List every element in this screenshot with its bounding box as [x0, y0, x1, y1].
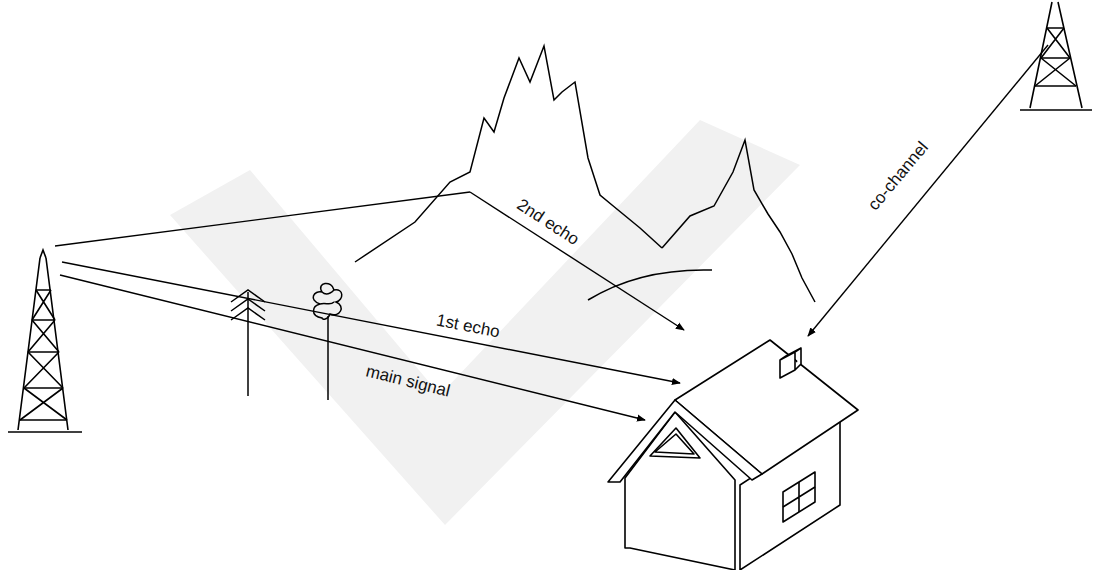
echo-arrow: [470, 192, 684, 330]
tree-trunk: [327, 316, 329, 400]
signal-path: [55, 192, 470, 246]
mountain-outline: [662, 140, 815, 302]
tower-brace: [20, 290, 67, 420]
mountain-outline: [355, 46, 662, 262]
tower-lattice: [1035, 28, 1076, 86]
tower-leg: [1030, 2, 1082, 108]
house-gable-eave: [608, 400, 762, 482]
interference-arrow: [808, 45, 1048, 336]
tower-base: [1020, 109, 1092, 111]
chimney: [780, 348, 801, 378]
signal-label: co-channel: [865, 139, 931, 214]
side-window: [783, 472, 815, 522]
tower-brace: [1035, 28, 1076, 86]
window-frame: [783, 482, 815, 512]
pine-crown: [231, 290, 265, 320]
tower-leg: [18, 258, 68, 430]
signal-arrow: [60, 275, 645, 420]
mountain-ridge: [588, 270, 712, 300]
tower-base: [8, 431, 82, 433]
tower-top: [40, 250, 46, 258]
gable-window: [650, 428, 700, 458]
signal-label: 1st echo: [435, 312, 501, 341]
gable-window: [655, 434, 694, 454]
tower-lattice: [20, 290, 67, 420]
house-roof: [675, 340, 858, 474]
signal-label: 2nd echo: [514, 196, 582, 248]
